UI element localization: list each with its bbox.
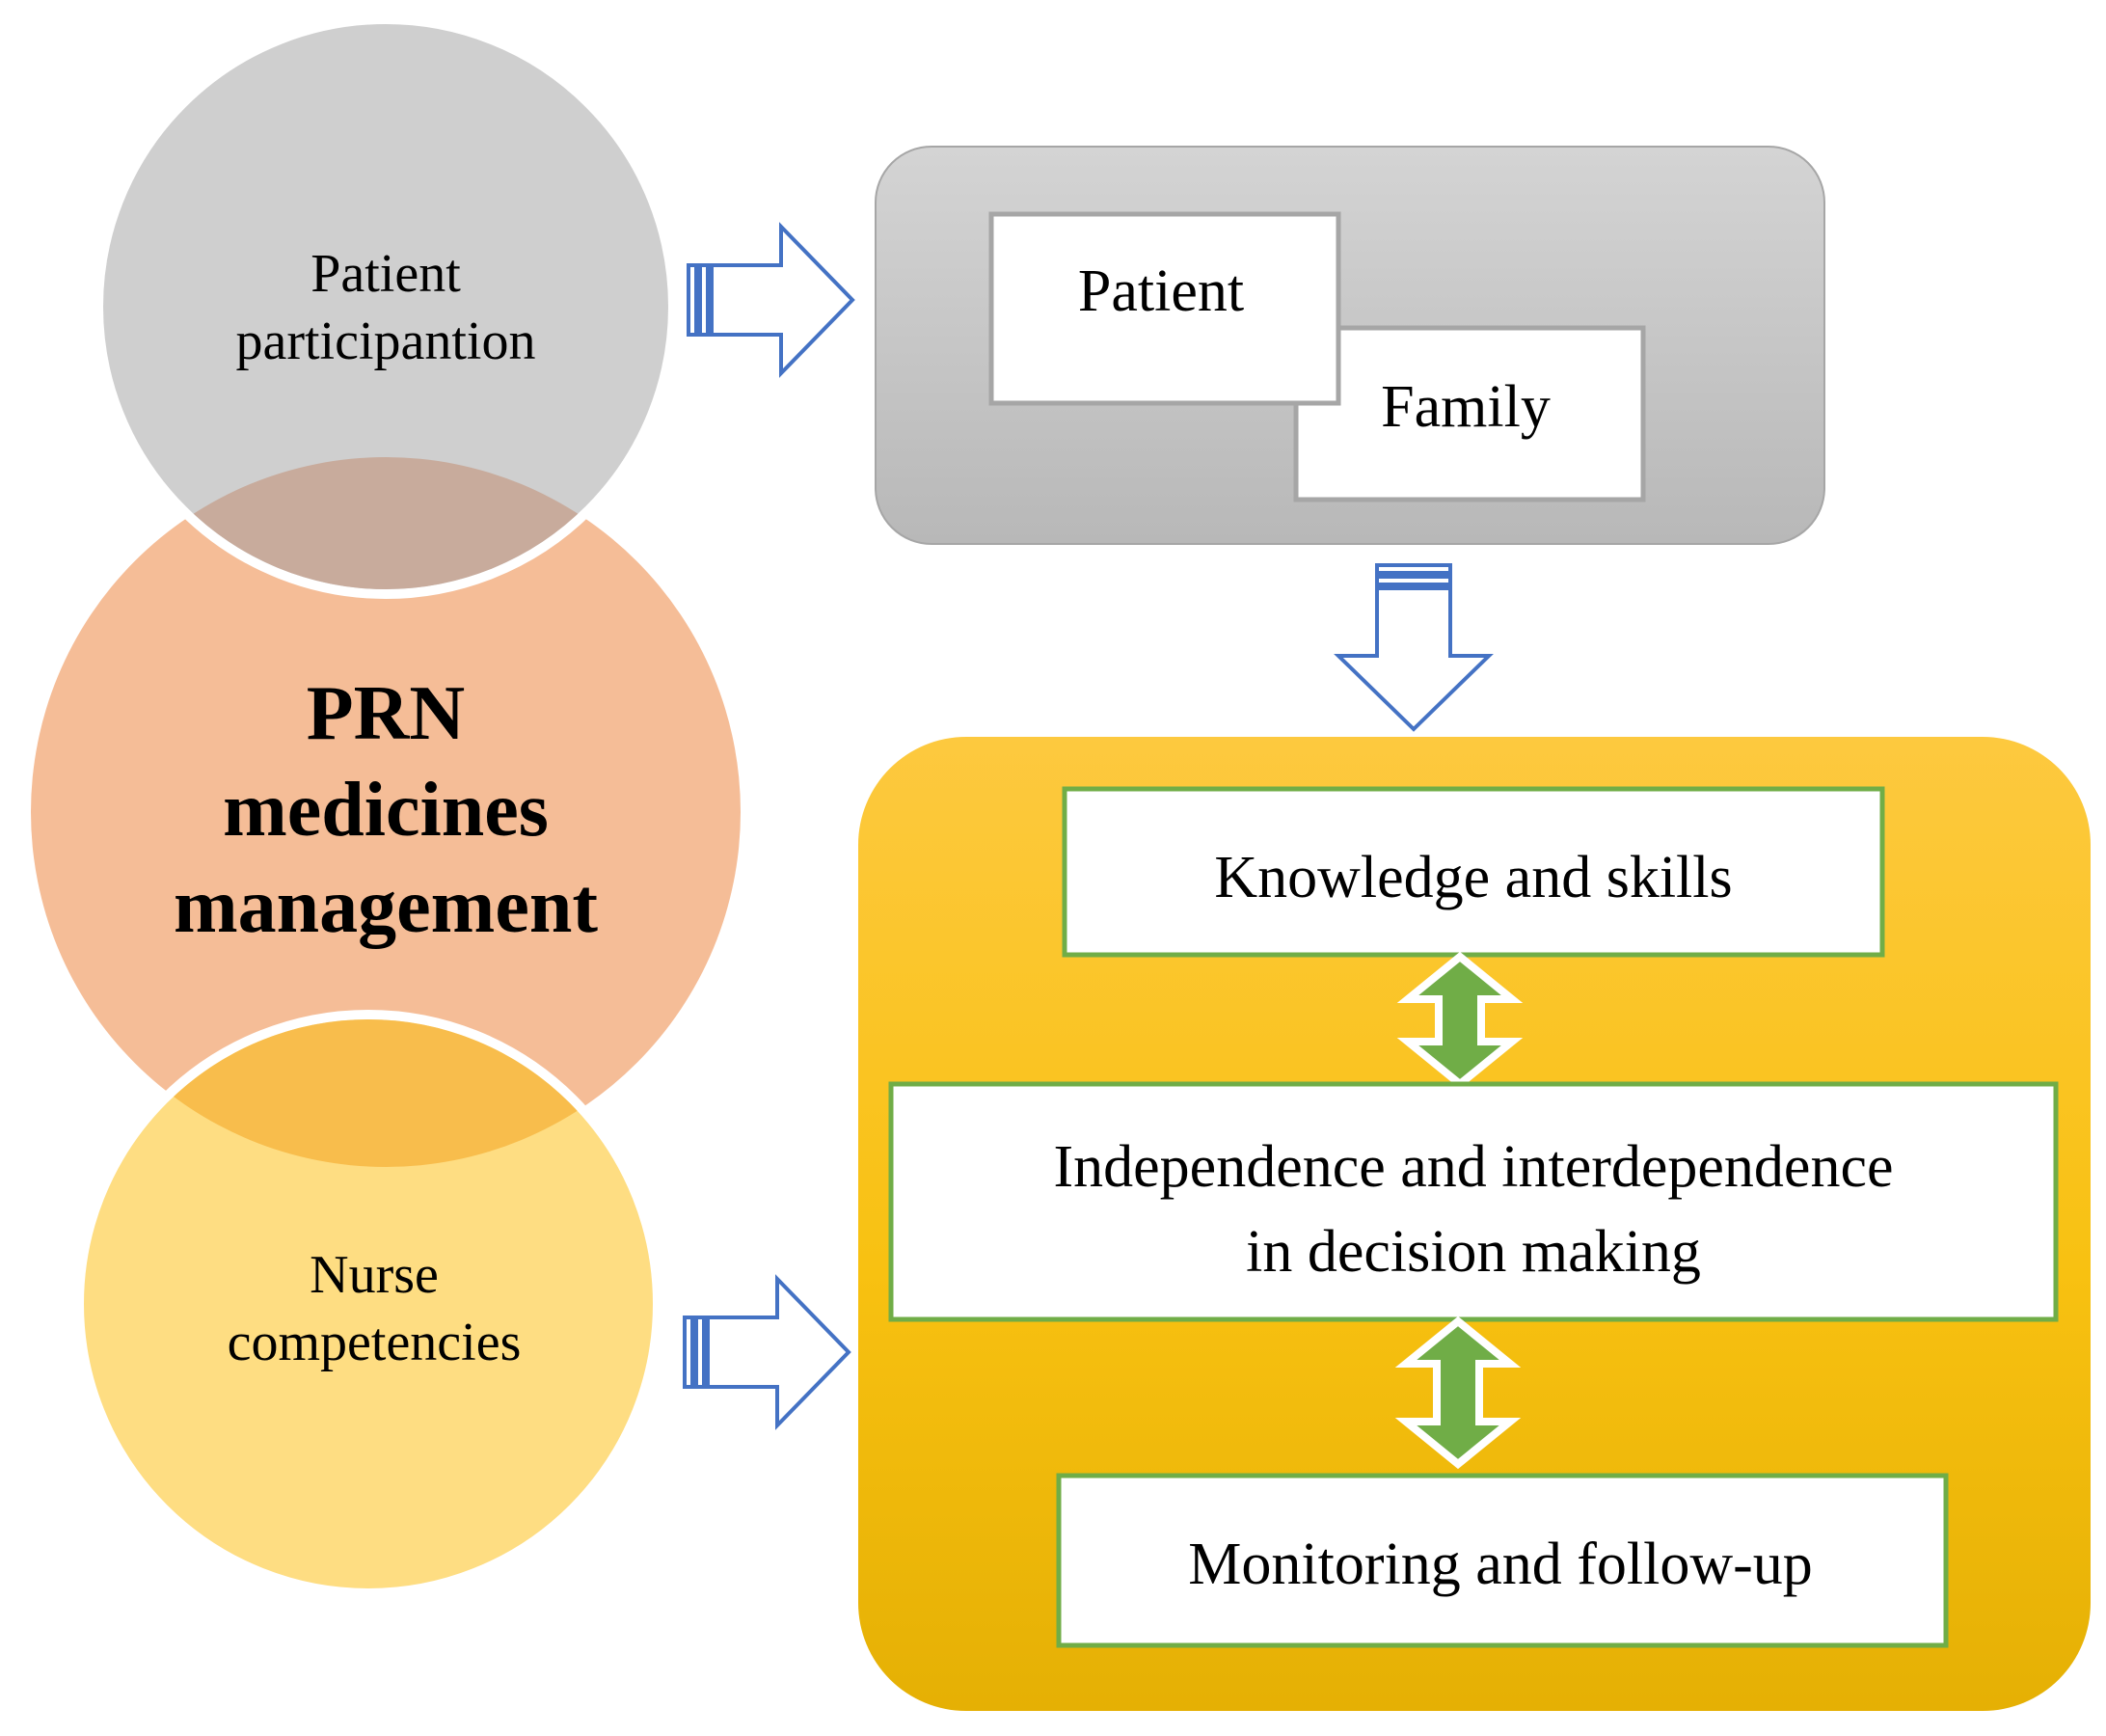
- arrow-right-top-icon: [687, 222, 855, 378]
- knowledge-skills-box: [1062, 786, 1885, 958]
- prn-label-3: management: [174, 864, 598, 949]
- nurse-competencies-circle: [74, 1010, 662, 1598]
- monitoring-box: [1056, 1473, 1949, 1648]
- monitoring-label: Monitoring and follow-up: [1188, 1532, 1813, 1597]
- arrow-down-icon: [1334, 563, 1494, 732]
- independence-label-2: in decision making: [1246, 1219, 1701, 1285]
- knowledge-skills-label: Knowledge and skills: [1214, 845, 1732, 910]
- prn-label-2: medicines: [223, 768, 549, 853]
- double-arrow-lower-icon: [1394, 1316, 1522, 1470]
- patient-participation-label-2: participantion: [235, 312, 535, 371]
- nurse-competencies-label-2: competencies: [228, 1313, 522, 1372]
- nurse-competencies-label-1: Nurse: [310, 1245, 439, 1305]
- arrow-right-bottom-icon: [683, 1274, 851, 1430]
- family-box: [1293, 325, 1646, 502]
- patient-participation-circle: [94, 14, 678, 599]
- independence-box: [888, 1081, 2059, 1322]
- prn-management-circle: [31, 457, 741, 1167]
- patient-box-label: Patient: [1078, 258, 1244, 324]
- patient-box: [988, 211, 1341, 406]
- prn-label-1: PRN: [307, 671, 465, 756]
- family-box-label: Family: [1381, 374, 1551, 440]
- patient-participation-label-1: Patient: [310, 244, 461, 304]
- independence-label-1: Independence and interdependence: [1054, 1134, 1894, 1200]
